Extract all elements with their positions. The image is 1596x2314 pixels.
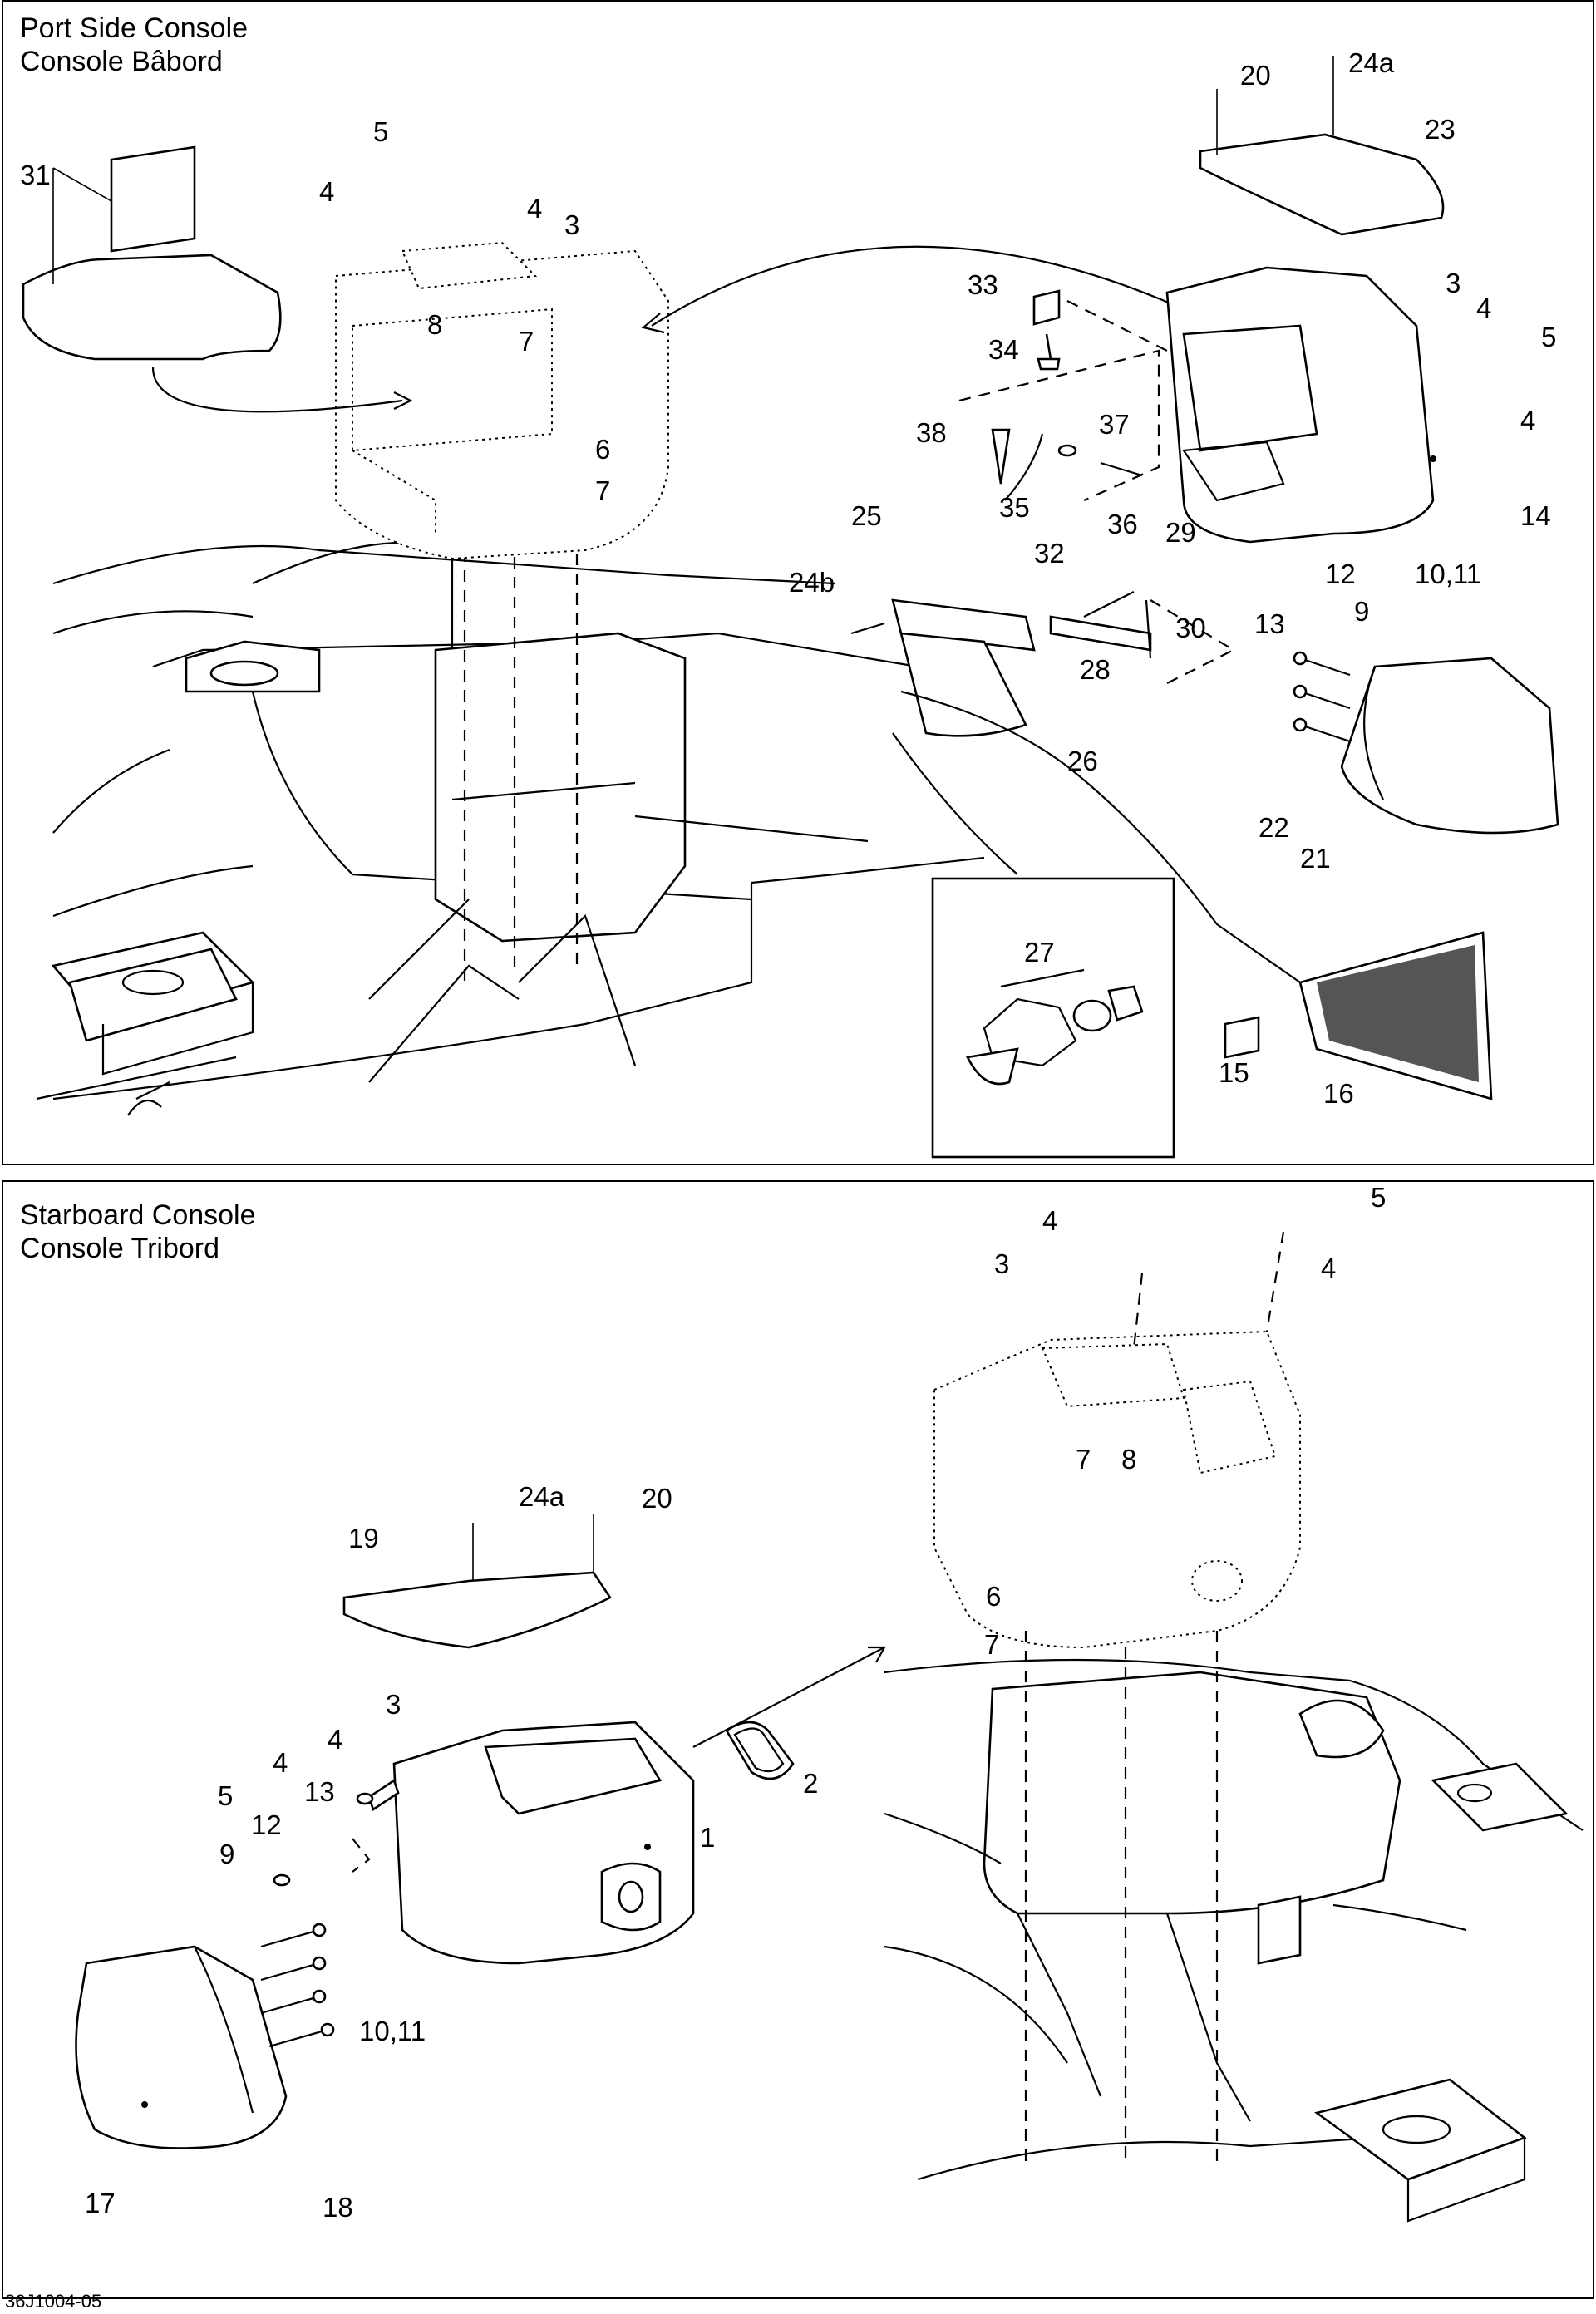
callout: 20 (1240, 60, 1271, 91)
title-english: Starboard Console (20, 1199, 256, 1231)
fastener-hardware (273, 1778, 400, 1887)
callout: 5 (218, 1780, 233, 1811)
callout: 26 (1067, 746, 1098, 776)
arrow-head (641, 313, 665, 334)
callout: 31 (20, 160, 51, 190)
callout: 14 (1520, 500, 1551, 531)
callout: 5 (1541, 322, 1556, 352)
callout: 15 (1219, 1057, 1249, 1088)
callout: 7 (519, 326, 534, 357)
title-english: Port Side Console (20, 12, 249, 44)
glove-box-door (850, 591, 1236, 737)
cable-assembly (958, 349, 1160, 502)
hull-deck-drawing (36, 541, 985, 1116)
callout: 17 (85, 2188, 116, 2218)
callout: 19 (348, 1523, 379, 1553)
inset-lock-detail (931, 877, 1175, 1159)
callout: 28 (1080, 654, 1111, 685)
part-2-gasket (725, 1721, 795, 1780)
callout: 23 (1425, 114, 1456, 145)
callout: 5 (1371, 1182, 1386, 1213)
installed-console-ghost (933, 1231, 1301, 1649)
panel-title: Port Side Console Console Bâbord (20, 12, 248, 78)
callout: 22 (1259, 812, 1289, 843)
callout: 36 (1107, 509, 1138, 539)
callout: 4 (1476, 293, 1491, 323)
installed-console-ghost (335, 241, 669, 560)
part-17-side-panel (75, 1923, 335, 2149)
title-french: Console Tribord (20, 1233, 220, 1264)
hull-deck-drawing (884, 1631, 1584, 2223)
callout: 27 (1024, 937, 1055, 967)
callout: 4 (328, 1724, 342, 1755)
callout: 12 (1325, 559, 1356, 589)
callout: 9 (219, 1839, 234, 1869)
part-23-cover (1199, 56, 1445, 236)
callout: 20 (642, 1483, 672, 1514)
callout: 30 (1175, 613, 1206, 643)
callout: 33 (968, 269, 998, 300)
starboard-console-panel: Starboard Console Console Tribord (2, 1180, 1594, 2299)
title-french: Console Bâbord (20, 46, 223, 77)
document-id: 36J1004-05 (5, 2291, 102, 2312)
part-31-decal (22, 145, 413, 413)
callout: 4 (1042, 1205, 1057, 1236)
callout: 6 (986, 1581, 1001, 1612)
callout: 9 (1354, 596, 1369, 627)
callout: 7 (1076, 1444, 1091, 1475)
callout: 3 (1446, 268, 1461, 298)
callout: 18 (323, 2192, 353, 2223)
callout: 3 (564, 209, 579, 240)
port-side-console-panel: Port Side Console Console Bâbord (2, 0, 1594, 1165)
callout: 29 (1165, 517, 1196, 548)
callout: 25 (851, 500, 882, 531)
callout: 7 (595, 475, 610, 506)
part-14-console (1165, 266, 1436, 544)
callout: 34 (988, 334, 1019, 365)
callout: 10,11 (359, 2016, 426, 2046)
callout: 35 (999, 492, 1030, 523)
callout: 6 (595, 434, 610, 465)
part-21-side-panel (1293, 651, 1559, 835)
callout: 7 (984, 1629, 999, 1660)
starboard-console-exploded-view: 4 5 3 4 7 8 6 7 24a 20 19 3 4 4 5 2 1 13… (75, 1182, 1584, 2223)
part-19-cover (342, 1514, 612, 1649)
callout: 12 (251, 1809, 282, 1840)
callout: 21 (1300, 843, 1331, 874)
port-console-exploded-view: 31 5 4 4 3 8 7 6 7 20 24a 23 33 3 4 5 34… (20, 47, 1559, 1159)
part-1-console (392, 1646, 886, 1965)
callout: 3 (994, 1248, 1009, 1279)
callout: 24a (519, 1481, 565, 1512)
callout: 13 (1254, 608, 1285, 639)
alignment-lines (463, 517, 579, 982)
callout: 4 (273, 1747, 288, 1778)
callout: 8 (1121, 1444, 1136, 1475)
callout-labels: 31 5 4 4 3 8 7 6 7 20 24a 23 33 3 4 5 34… (20, 47, 1556, 1109)
callout: 16 (1323, 1078, 1354, 1109)
callout: 5 (373, 116, 388, 147)
callout: 24b (789, 567, 835, 598)
callout: 37 (1099, 409, 1130, 440)
assembly-arrow (651, 245, 1185, 327)
callout-labels: 4 5 3 4 7 8 6 7 24a 20 19 3 4 4 5 2 1 13… (85, 1182, 1386, 2223)
callout: 32 (1034, 538, 1065, 569)
callout: 13 (304, 1776, 335, 1807)
callout: 8 (427, 309, 442, 340)
callout: 3 (386, 1689, 401, 1720)
callout: 2 (803, 1768, 818, 1799)
callout: 1 (700, 1822, 715, 1853)
callout: 4 (527, 193, 542, 224)
panel-title: Starboard Console Console Tribord (20, 1199, 256, 1265)
callout: 4 (1520, 405, 1535, 436)
callout: 4 (319, 176, 334, 207)
callout: 38 (916, 417, 947, 448)
part-33-hinge (1032, 289, 1168, 371)
callout: 10,11 (1415, 559, 1481, 589)
callout: 24a (1348, 47, 1395, 78)
part-16-grille (892, 690, 1493, 1100)
callout: 4 (1321, 1253, 1336, 1283)
